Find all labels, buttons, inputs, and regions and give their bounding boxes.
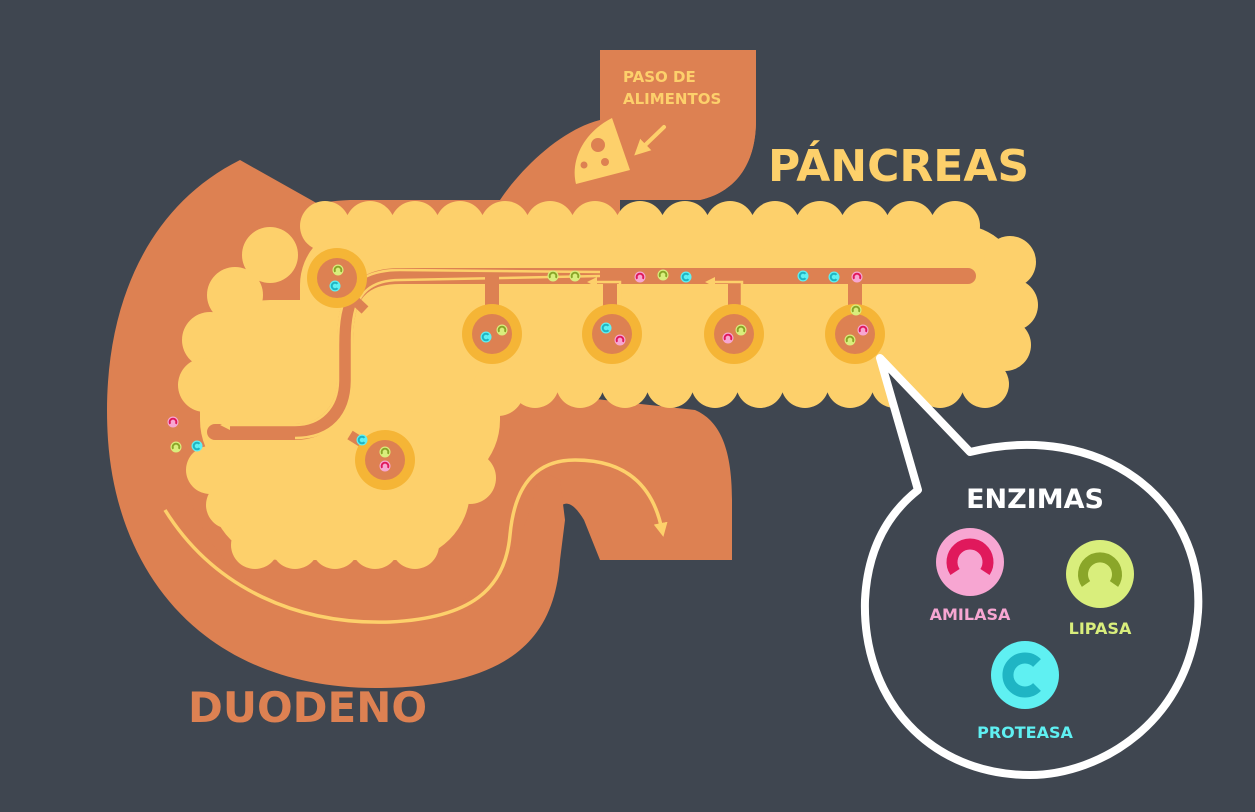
food-icon — [574, 118, 630, 184]
amilasa-label: AMILASA — [930, 605, 1011, 624]
proteasa-icon — [991, 641, 1059, 709]
enzymes-callout — [860, 354, 1203, 779]
lipasa-icon — [1066, 540, 1134, 608]
enzymes-title: ENZIMAS — [966, 484, 1104, 515]
flow-arrow — [163, 458, 668, 624]
food-arrow — [634, 125, 666, 156]
food-label-line2: ALIMENTOS — [623, 90, 721, 108]
acini — [307, 248, 885, 490]
lipasa-label: LIPASA — [1069, 619, 1132, 638]
duodenum-title: DUODENO — [188, 683, 427, 732]
food-label-line1: PASO DE — [623, 68, 696, 86]
pancreas-title: PÁNCREAS — [768, 139, 1029, 192]
amilasa-icon — [936, 528, 1004, 596]
proteasa-label: PROTEASA — [977, 723, 1073, 742]
